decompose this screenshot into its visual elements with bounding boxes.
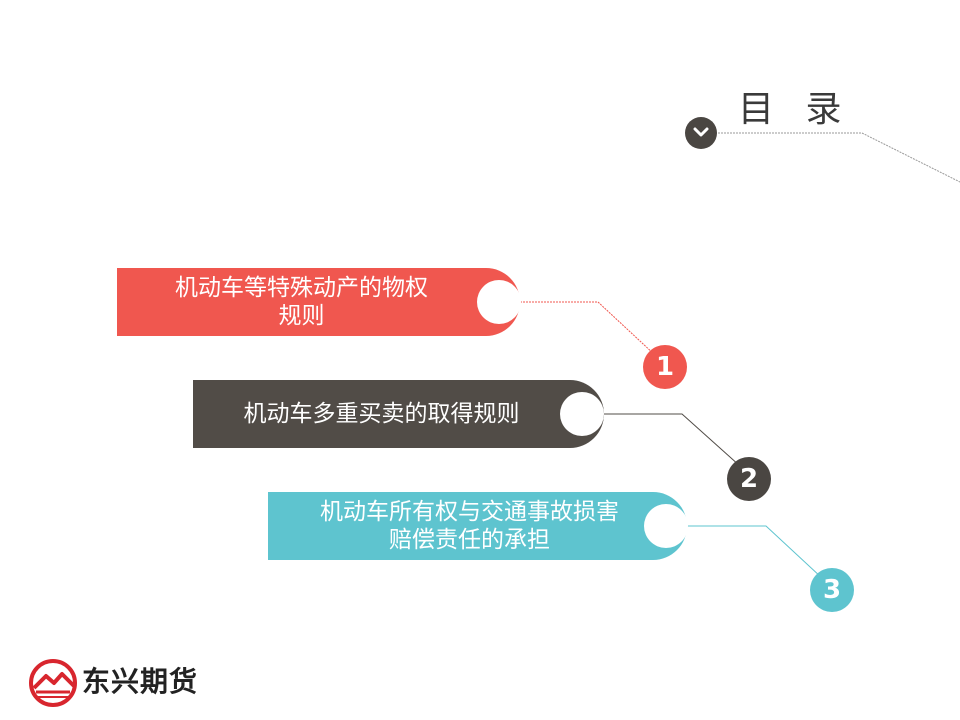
toc-item-1[interactable]: 机动车等特殊动产的物权 规则 (117, 268, 520, 336)
page-title: 目 录 (738, 89, 852, 130)
connector-line-2 (604, 413, 741, 467)
toc-item-2[interactable]: 机动车多重买卖的取得规则 (193, 380, 604, 448)
connector-line-3 (687, 525, 823, 579)
toc-item-label: 机动车所有权与交通事故损害 赔偿责任的承担 (320, 499, 619, 553)
company-name: 东兴期货 (82, 665, 199, 698)
toc-item-cap (560, 392, 604, 436)
company-logo-icon (28, 658, 78, 708)
chevron-down-icon[interactable] (685, 117, 717, 149)
toc-item-3[interactable]: 机动车所有权与交通事故损害 赔偿责任的承担 (268, 492, 687, 560)
toc-item-label: 机动车等特殊动产的物权 规则 (175, 275, 428, 329)
connector-line-1 (520, 301, 656, 356)
toc-item-cap (644, 504, 688, 548)
title-underline (700, 132, 960, 183)
toc-number-badge-1[interactable]: 1 (643, 345, 687, 389)
toc-number-badge-3[interactable]: 3 (810, 568, 854, 612)
toc-item-label: 机动车多重买卖的取得规则 (243, 401, 520, 427)
toc-number-badge-2[interactable]: 2 (727, 457, 771, 501)
toc-item-cap (477, 280, 521, 324)
